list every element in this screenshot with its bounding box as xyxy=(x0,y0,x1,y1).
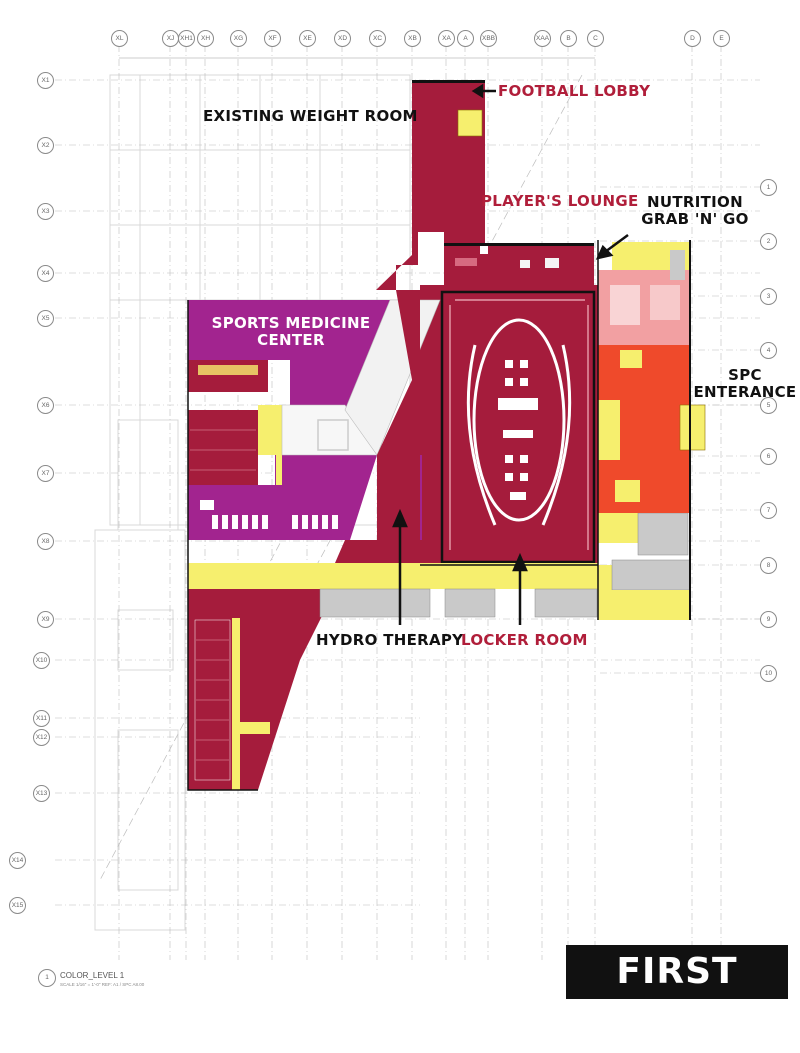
sheet-number-bubble: 1 xyxy=(38,969,56,987)
drawing-caption-sub: SCALE 1/16" = 1'-0" REF: A1 / SPC A8.00 xyxy=(60,982,145,987)
row-bubble-x3: X3 xyxy=(37,203,54,220)
row-bubble-3: 3 xyxy=(760,288,777,305)
row-bubble-x2: X2 xyxy=(37,137,54,154)
column-grid-lines xyxy=(118,45,722,960)
row-bubble-x12: X12 xyxy=(33,729,50,746)
column-bubble-xbb: XBB xyxy=(480,30,497,47)
drawing-caption: COLOR_LEVEL 1 xyxy=(60,971,125,980)
players-lounge-zone xyxy=(444,243,594,285)
column-bubble-xf: XF xyxy=(264,30,281,47)
label-hydro-therapy: HYDRO THERAPY xyxy=(316,631,464,649)
label-spc-line1: SPC xyxy=(728,366,762,384)
column-bubble-c: C xyxy=(587,30,604,47)
row-bubble-x1: X1 xyxy=(37,72,54,89)
locker-room-zone xyxy=(420,285,598,565)
column-bubble-xl: XL xyxy=(111,30,128,47)
main-corridor-zone xyxy=(188,250,672,615)
label-sports-medicine-center: SPORTS MEDICINE CENTER xyxy=(196,315,386,349)
spc-entrance-zone xyxy=(598,240,706,620)
row-bubble-x4: X4 xyxy=(37,265,54,282)
row-bubble-x13: X13 xyxy=(33,785,50,802)
row-bubble-x15: X15 xyxy=(9,897,26,914)
row-bubble-2: 2 xyxy=(760,233,777,250)
floor-plan xyxy=(55,45,760,960)
column-bubble-e: E xyxy=(713,30,730,47)
label-football-lobby: FOOTBALL LOBBY xyxy=(498,82,651,100)
support-rooms-zone xyxy=(319,512,691,618)
label-nutrition-line2: GRAB 'N' GO xyxy=(641,210,749,228)
column-bubble-xb: XB xyxy=(404,30,421,47)
row-bubble-8: 8 xyxy=(760,557,777,574)
row-bubble-6: 6 xyxy=(760,448,777,465)
row-bubble-x14: X14 xyxy=(9,852,26,869)
column-bubble-xh: XH xyxy=(197,30,214,47)
row-bubble-x7: X7 xyxy=(37,465,54,482)
row-bubble-x9: X9 xyxy=(37,611,54,628)
lower-left-wing-zone xyxy=(188,580,340,790)
row-bubble-4: 4 xyxy=(760,342,777,359)
title-banner: FIRST LEVEL xyxy=(566,945,788,1046)
title-banner-text: FIRST LEVEL xyxy=(613,951,741,1046)
row-bubble-1: 1 xyxy=(760,179,777,196)
row-bubble-5: 5 xyxy=(760,397,777,414)
column-bubble-xg: XG xyxy=(230,30,247,47)
row-bubble-x6: X6 xyxy=(37,397,54,414)
row-bubble-x5: X5 xyxy=(37,310,54,327)
mid-left-rooms-zone xyxy=(188,360,282,485)
column-bubble-a: A xyxy=(457,30,474,47)
label-players-lounge: PLAYER'S LOUNGE xyxy=(481,192,639,210)
column-bubble-xa: XA xyxy=(438,30,455,47)
callout-arrows xyxy=(392,83,629,625)
label-locker-room: LOCKER ROOM xyxy=(461,631,588,649)
label-sports-medicine-line1: SPORTS MEDICINE xyxy=(211,314,371,332)
label-nutrition-line1: NUTRITION xyxy=(647,193,743,211)
row-bubble-x10: X10 xyxy=(33,652,50,669)
label-nutrition: NUTRITION GRAB 'N' GO xyxy=(636,194,754,228)
column-bubble-xd: XD xyxy=(334,30,351,47)
column-bubble-xc: XC xyxy=(369,30,386,47)
football-corridor-zone xyxy=(376,80,485,290)
label-sports-medicine-line2: CENTER xyxy=(257,331,325,349)
column-bubble-d: D xyxy=(684,30,701,47)
column-bubble-xe: XE xyxy=(299,30,316,47)
column-bubble-xaa: XAA xyxy=(534,30,551,47)
row-bubble-7: 7 xyxy=(760,502,777,519)
column-bubble-b: B xyxy=(560,30,577,47)
row-bubble-9: 9 xyxy=(760,611,777,628)
label-spc-entrance: SPC ENTERANCE xyxy=(692,367,798,401)
label-existing-weight-room: EXISTING WEIGHT ROOM xyxy=(203,107,418,125)
label-spc-line2: ENTERANCE xyxy=(693,383,797,401)
row-bubble-x11: X11 xyxy=(33,710,50,727)
column-bubble-xh1: XH1 xyxy=(178,30,195,47)
row-bubble-x8: X8 xyxy=(37,533,54,550)
column-bubble-xj: XJ xyxy=(162,30,179,47)
row-bubble-10: 10 xyxy=(760,665,777,682)
building-outline xyxy=(187,240,599,791)
